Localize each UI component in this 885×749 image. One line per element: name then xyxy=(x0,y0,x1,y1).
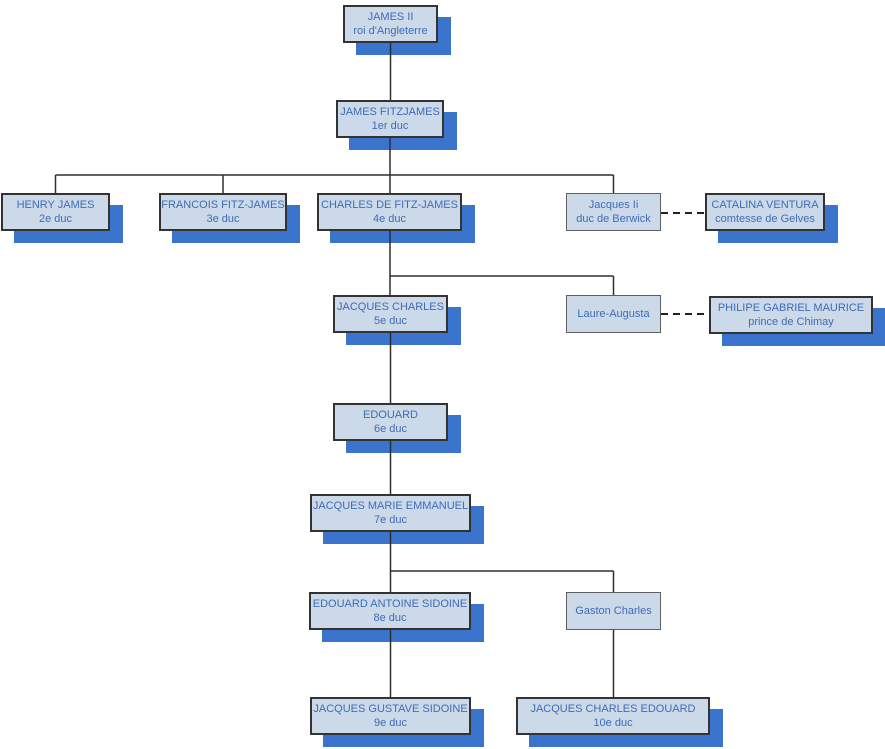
node-title: PHILIPE GABRIEL MAURICE xyxy=(717,302,865,314)
node-subtitle: 10e duc xyxy=(593,717,633,729)
node-subtitle: 5e duc xyxy=(373,315,408,327)
node-subtitle: 1er duc xyxy=(371,120,409,132)
node-jacques-charles-edouard[interactable]: JACQUES CHARLES EDOUARD 10e duc xyxy=(516,697,710,735)
node-francois-fitz-james[interactable]: FRANCOIS FITZ-JAMES 3e duc xyxy=(159,193,287,231)
node-title: CHARLES DE FITZ-JAMES xyxy=(321,199,458,211)
node-henry-james[interactable]: HENRY JAMES 2e duc xyxy=(1,193,110,231)
node-subtitle: 2e duc xyxy=(38,213,73,225)
node-subtitle: comtesse de Gelves xyxy=(715,213,815,225)
node-subtitle: duc de Berwick xyxy=(576,213,651,225)
node-title: EDOUARD ANTOINE SIDOINE xyxy=(312,598,468,610)
node-title: JACQUES GUSTAVE SIDOINE xyxy=(313,703,468,715)
node-title: JACQUES CHARLES xyxy=(337,301,444,313)
node-james-fitzjames[interactable]: JAMES FITZJAMES 1er duc xyxy=(336,100,444,138)
node-philipe-gabriel-maurice[interactable]: PHILIPE GABRIEL MAURICE prince de Chimay xyxy=(709,296,873,334)
node-catalina-ventura[interactable]: CATALINA VENTURA comtesse de Gelves xyxy=(705,193,825,231)
node-title: JACQUES CHARLES EDOUARD xyxy=(530,703,696,715)
node-edouard-antoine-sidoine[interactable]: EDOUARD ANTOINE SIDOINE 8e duc xyxy=(309,592,471,630)
node-title: Gaston Charles xyxy=(575,605,652,617)
node-title: FRANCOIS FITZ-JAMES xyxy=(161,199,285,211)
node-jacques-marie-emmanuel[interactable]: JACQUES MARIE EMMANUEL 7e duc xyxy=(310,494,471,532)
node-title: CATALINA VENTURA xyxy=(711,199,819,211)
node-jacques-ii-berwick[interactable]: Jacques Ii duc de Berwick xyxy=(566,193,661,231)
node-title: JAMES FITZJAMES xyxy=(340,106,440,118)
node-subtitle: 7e duc xyxy=(373,514,408,526)
node-subtitle: 4e duc xyxy=(372,213,407,225)
node-title: Laure-Augusta xyxy=(577,308,650,320)
node-charles-de-fitz-james[interactable]: CHARLES DE FITZ-JAMES 4e duc xyxy=(317,193,462,231)
node-title: HENRY JAMES xyxy=(16,199,95,211)
node-subtitle: 3e duc xyxy=(206,213,240,225)
node-gaston-charles[interactable]: Gaston Charles xyxy=(566,592,661,630)
node-title: Jacques Ii xyxy=(588,199,639,211)
node-edouard[interactable]: EDOUARD 6e duc xyxy=(333,403,448,441)
node-james-ii[interactable]: JAMES II roi d'Angleterre xyxy=(343,5,438,43)
node-subtitle: 8e duc xyxy=(373,612,407,624)
node-title: JAMES II xyxy=(367,11,414,23)
node-jacques-gustave-sidoine[interactable]: JACQUES GUSTAVE SIDOINE 9e duc xyxy=(310,697,471,735)
node-subtitle: 6e duc xyxy=(373,423,408,435)
node-title: JACQUES MARIE EMMANUEL xyxy=(312,500,469,512)
node-laure-augusta[interactable]: Laure-Augusta xyxy=(566,295,661,333)
node-subtitle: 9e duc xyxy=(373,717,408,729)
node-subtitle: prince de Chimay xyxy=(748,316,834,328)
node-title: EDOUARD xyxy=(362,409,418,421)
node-jacques-charles[interactable]: JACQUES CHARLES 5e duc xyxy=(333,295,448,333)
node-subtitle: roi d'Angleterre xyxy=(353,25,428,37)
